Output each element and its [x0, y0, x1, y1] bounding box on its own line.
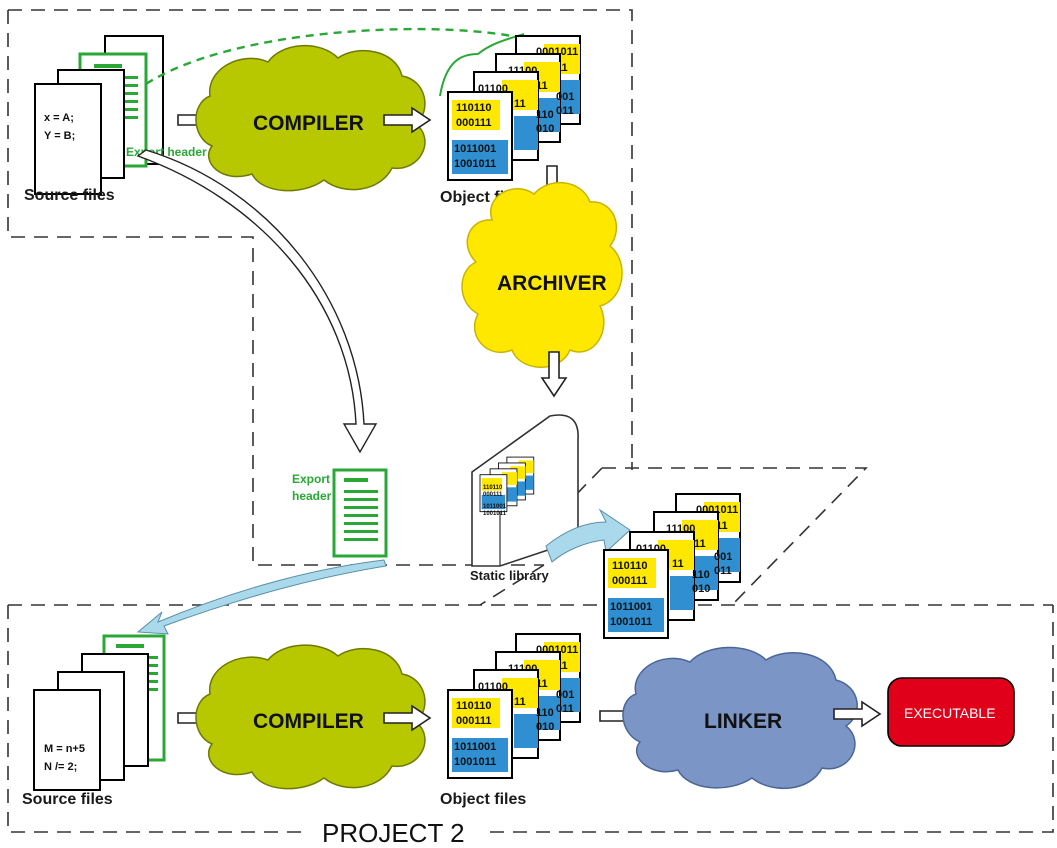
binary-text: 110110	[483, 485, 503, 491]
binary-text: 010	[692, 583, 710, 595]
binary-text: 1011001	[483, 504, 507, 510]
executable-box: EXECUTABLE	[887, 677, 1015, 747]
binary-text: 11	[514, 98, 526, 110]
archiver-cloud: ARCHIVER	[461, 181, 623, 368]
export-header-label: header	[292, 489, 332, 503]
binary-text: 11	[716, 520, 728, 532]
binary-text: 11	[556, 660, 568, 672]
binary-text: 1011001	[454, 143, 496, 155]
binary-text: 110	[692, 569, 710, 581]
binary-text: 000111	[456, 715, 492, 727]
export-curve-arrow	[136, 149, 378, 454]
binary-text: 11	[694, 538, 706, 550]
binary-text: 110	[536, 707, 554, 719]
binary-text: 1001011	[610, 616, 652, 628]
binary-text: 110110	[612, 560, 648, 572]
binary-text: 1001011	[454, 756, 496, 768]
linker-label: LINKER	[704, 710, 782, 733]
binary-text: 110110	[456, 700, 492, 712]
source-files-top: x = A; Y = B;	[34, 35, 164, 195]
source-files-bottom: M = n+5 N /= 2;	[33, 634, 166, 791]
binary-text: 001	[556, 689, 574, 701]
compiler-cloud-top: COMPILER	[195, 45, 426, 192]
binary-text: 11	[536, 678, 548, 690]
binary-text: 110110	[456, 102, 492, 114]
executable-label: EXECUTABLE	[904, 705, 996, 721]
object-files-label: Object files	[440, 791, 526, 808]
binary-text: 011	[714, 565, 732, 577]
binary-text: 001	[714, 551, 732, 563]
binary-text: 11	[672, 558, 684, 570]
linker-cloud: LINKER	[622, 646, 858, 790]
code-line: M = n+5	[44, 743, 85, 755]
binary-text: 11	[514, 696, 526, 708]
header-lines-icon	[94, 64, 138, 119]
binary-text: 000111	[456, 117, 492, 129]
object-files-bottom: 0001011 11 11100 11 01100 11 110110 0001…	[447, 633, 581, 779]
export-brace	[439, 33, 525, 97]
binary-text: 010	[536, 123, 554, 135]
source-files-label: Source files	[24, 187, 115, 204]
project-2-label: PROJECT 2	[322, 818, 465, 848]
binary-text: 000111	[612, 575, 648, 587]
code-line: N /= 2;	[44, 761, 77, 773]
object-files-top: 0001011 11 11100 11 01100 11 110110 0001…	[447, 35, 581, 181]
binary-text: 000111	[483, 492, 503, 498]
archiver-label: ARCHIVER	[497, 272, 607, 295]
export-path	[145, 27, 513, 86]
project2-boundary	[7, 604, 1054, 833]
compiler-label: COMPILER	[253, 112, 364, 135]
compiler-cloud-bottom: COMPILER	[195, 644, 426, 790]
export-header-label: Export	[292, 472, 330, 486]
binary-text: 11	[536, 80, 548, 92]
binary-text: 010	[536, 721, 554, 733]
code-line: x = A;	[44, 112, 74, 124]
binary-text: 001	[556, 91, 574, 103]
object-files-library: 0001011 11 11100 11 01100 11 110110 0001…	[603, 493, 741, 639]
static-library-label: Static library	[470, 568, 550, 583]
export-flow-arrow	[136, 559, 387, 635]
binary-text: 011	[556, 703, 574, 715]
binary-text: 110	[536, 109, 554, 121]
binary-text: 1011001	[454, 741, 496, 753]
binary-text: 1001011	[483, 511, 507, 517]
export-header-document-icon	[332, 468, 388, 558]
static-library-boundary	[479, 462, 868, 606]
compiler-label: COMPILER	[253, 710, 364, 733]
binary-text: 11	[556, 62, 568, 74]
binary-text: 1001011	[454, 158, 496, 170]
static-library-icon: 110110 000111 1011001 1001011	[471, 414, 579, 567]
binary-text: 1011001	[610, 601, 652, 613]
code-line: Y = B;	[44, 130, 75, 142]
source-files-label: Source files	[22, 791, 113, 808]
binary-text: 011	[556, 105, 574, 117]
